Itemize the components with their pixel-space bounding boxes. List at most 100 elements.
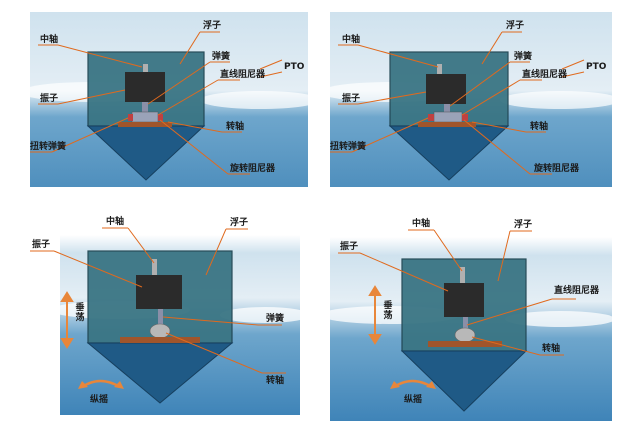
center-shaft [437,64,442,74]
wave-foam [200,91,308,109]
label-oscillator: 振子 [342,94,361,104]
heave-arrow [368,285,382,345]
label-rotating-shaft: 转轴 [530,122,549,132]
leader-line [471,121,527,133]
leader-line [561,59,585,70]
label-spring: 弹簧 [266,314,285,324]
leader-line [351,117,429,153]
label-pto: PTO [284,62,305,72]
rotary-damper [158,114,163,121]
label-rotating-shaft: 转轴 [226,122,245,132]
oscillator-mass [136,275,182,309]
rotary-damper [462,114,468,121]
heave-arrow-head-down [60,338,74,349]
label-float: 浮子 [230,218,249,228]
label-pitch: 纵摇 [90,395,109,405]
pitch-arrow-head-right [426,381,436,389]
oscillator-mass [125,72,165,102]
panel-3-drawing [30,227,308,415]
leader-line [205,228,227,276]
heave-arrow-head-down [368,334,382,345]
label-center-shaft: 中轴 [342,35,361,45]
label-oscillator: 振子 [340,242,359,252]
leader-lines [338,229,576,356]
base-plate [418,122,476,127]
panel-1-drawing [30,12,308,187]
leader-line [461,79,521,116]
wave-foam [220,307,308,323]
leader-line [57,44,143,68]
heave-arrow [60,291,74,349]
label-pitch: 纵摇 [404,395,423,405]
heave-arrow-head-up [368,285,382,296]
label-float: 浮子 [203,21,222,31]
rotating-shaft-hub [149,323,171,339]
spring [142,102,148,114]
leader-lines [30,227,286,374]
label-heave: 垂荡 [75,303,85,324]
leader-line [167,121,223,133]
label-center-shaft: 中轴 [412,219,431,229]
label-pto: PTO [586,62,607,72]
leader-line [497,230,511,282]
center-shaft [460,267,465,283]
heave-arrow-head-up [60,291,74,302]
leader-lines [330,31,585,175]
diagram-panel-2: 中轴 浮子 弹簧 PTO 振子 直线阻尼器 转轴 扭转弹簧 旋转阻尼器 [330,12,612,187]
label-spring: 弹簧 [212,52,231,62]
rotating-shaft-hub [454,327,476,343]
leader-line [51,117,129,153]
leader-line [449,61,511,107]
base-plate [428,341,502,347]
linear-damper [463,317,468,331]
pitch-arrow-head-right [114,381,124,389]
label-heave: 垂荡 [383,301,393,322]
oscillator-mass [444,283,484,317]
label-spring: 弹簧 [514,52,533,62]
leader-line [357,44,439,68]
panel-2-drawing [330,12,612,187]
label-oscillator: 振子 [40,94,59,104]
base-plate [118,122,172,127]
leader-line [147,61,211,105]
wave-foam [500,91,612,109]
diagram-panel-3: 中轴 浮子 振子 垂荡 弹簧 转轴 纵摇 [30,215,308,420]
leader-line [53,250,143,288]
leader-line [127,227,155,264]
label-linear-damper: 直线阻尼器 [554,286,600,296]
label-torsion-spring: 扭转弹簧 [30,142,67,152]
linear-damper [433,111,463,123]
wave-foam [505,311,612,327]
pitch-arrow-head-left [78,381,88,389]
leader-line [159,119,229,175]
label-oscillator: 振子 [32,240,51,250]
label-rotary-damper: 旋转阻尼器 [230,164,276,174]
torsion-spring [428,114,434,121]
panel-4-drawing [330,229,612,421]
float-cone [400,350,528,412]
leader-line [357,91,427,105]
leader-line [471,336,541,356]
leader-line [259,59,283,70]
label-float: 浮子 [506,21,525,31]
leader-line [481,31,503,65]
oscillator-mass [426,74,466,104]
spring [158,309,163,325]
label-rotating-shaft: 转轴 [266,376,285,386]
diagram-panel-1: 中轴 浮子 弹簧 PTO 振子 直线阻尼器 转轴 扭转弹簧 旋转阻尼器 [30,12,308,187]
label-center-shaft: 中轴 [40,35,59,45]
leader-lines [30,31,283,175]
leader-line [157,79,219,116]
center-shaft [143,64,148,74]
label-linear-damper: 直线阻尼器 [522,70,568,80]
label-rotating-shaft: 转轴 [542,344,561,354]
linear-damper [131,111,159,123]
label-center-shaft: 中轴 [106,217,125,227]
spring [444,104,450,116]
label-torsion-spring: 扭转弹簧 [330,142,367,152]
label-linear-damper: 直线阻尼器 [220,70,266,80]
leader-line [561,71,585,78]
base-plate [120,337,200,343]
leader-line [57,89,126,105]
leader-line [463,119,531,175]
